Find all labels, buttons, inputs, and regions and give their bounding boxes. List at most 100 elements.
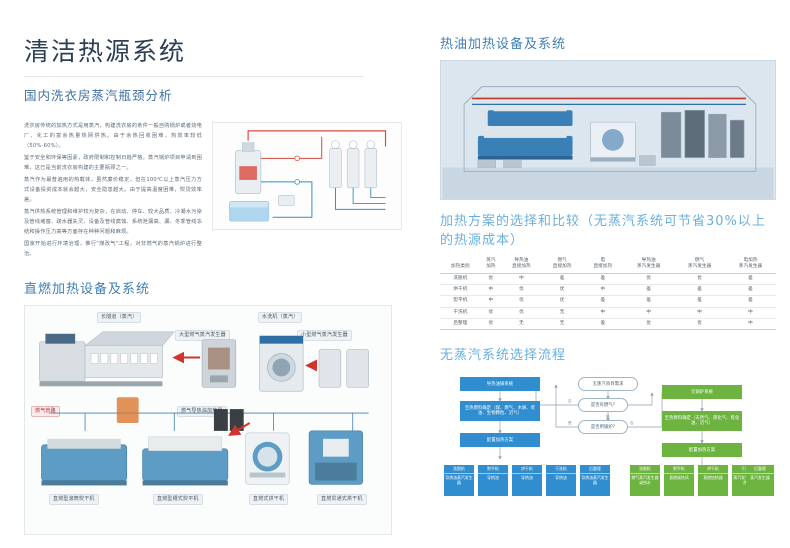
intro-block: 洗衣房传统的加热方式是用蒸汽，构建洗衣房的条件一般自购锅炉或者烧电厂、化工的富余… [24, 122, 414, 262]
hot-oil-system-illustration [440, 60, 776, 200]
section-title-direct-fire: 直燃加热设备及系统 [24, 282, 151, 298]
table-header-row: 加热类别 蒸汽 加热 导热油 直接加热 燃气 直接加热 [440, 256, 776, 274]
cell: 中 [488, 287, 494, 293]
flow-label-yes-gas: 是 [606, 415, 610, 420]
steam-system-schematic [212, 122, 402, 231]
flow-left-title[interactable]: 导热油锅系统 [460, 377, 540, 392]
cell: 差 [646, 298, 652, 304]
eq-body: 蒸汽发生器 [750, 475, 770, 481]
col-header-oil-direct: 导热油 直接加热 [501, 256, 542, 274]
cell: 优 [519, 309, 524, 315]
label-b3: 直燃式烘干机 [249, 494, 289, 505]
cell: 优 [559, 287, 565, 293]
eq-body: 直燃加热器 [703, 475, 723, 481]
col-top: 电加热 [743, 258, 758, 264]
intro-paragraph: 洗衣房传统的加热方式是用蒸汽，构建洗衣房的条件一般自购锅炉或者烧电厂、化工的富余… [24, 123, 202, 149]
cell: 中 [600, 287, 606, 293]
flow-left-config[interactable]: 配置加热方案 [460, 433, 540, 448]
flow-blue-equipment[interactable]: 干洗机 导热油 [546, 465, 576, 497]
col-header-electric-direct: 电 直接加热 [582, 256, 624, 274]
cell: 无 [559, 309, 565, 315]
heating-comparison-table: 加热类别 蒸汽 加热 导热油 直接加热 燃气 直接加热 [440, 256, 776, 330]
left-column: 清洁热源系统 国内洗衣房蒸汽瓶颈分析 洗衣房传统的加热方式是用蒸汽，构建洗衣房的… [24, 36, 414, 536]
cell: 差 [748, 275, 753, 281]
col-top: 电 [600, 258, 606, 264]
col-bottom: 直接加热 [512, 264, 531, 270]
hot-oil-svg [442, 61, 774, 199]
table-row: 烘干机 中 优 优 中 差 差 差 [440, 284, 776, 296]
cell: 中 [519, 275, 524, 281]
flow-blue-equipment[interactable]: 烘干机 导热油 [512, 465, 542, 497]
cell: 中 [697, 309, 702, 315]
col-bottom: 蒸汽发生器 [687, 264, 712, 270]
intro-paragraph: 蒸汽供热系统管理和维护较为复杂，在启动、停车、较大品质、冷凝水污染及管线堵塞、疏… [24, 209, 202, 235]
cell: 差 [748, 298, 753, 304]
col-bottom: 蒸汽发生器 [738, 264, 763, 270]
flow-blue-equipment[interactable]: 后整理 导热油蒸汽发生器 [580, 465, 610, 497]
label-washer: 水洗机（蒸汽） [258, 312, 303, 323]
cell: 优 [488, 275, 494, 281]
flow-blue-equipment[interactable]: 洗脱机 导热油蒸汽发生器 [444, 465, 474, 497]
flow-left-detail[interactable]: 至热燃料确定（煤、燃气、木屑、柴油、生物颗粒、沼气） [460, 401, 540, 422]
col-top: 蒸汽 [486, 258, 496, 264]
cell: 优 [488, 309, 494, 315]
flow-green-equipment[interactable]: 熨平机 直燃或热风 [664, 465, 694, 497]
cell: 无 [559, 321, 565, 327]
flow-green-equipment[interactable]: 烘干机 直燃加热器 [698, 465, 728, 497]
col-header-steam: 蒸汽 加热 [480, 256, 502, 274]
eq-head: 洗脱机 [630, 465, 660, 475]
col-bottom: 加热 [486, 264, 496, 270]
cell: 优 [646, 321, 652, 327]
table-body: 洗脱机 优 中 差 差 优 优 差 烘干机 中 优 优 中 差 差 [440, 273, 776, 330]
cell: 差 [600, 298, 606, 304]
cell: 差 [748, 287, 753, 293]
eq-head: 烘干机 [698, 465, 728, 475]
eq-head: 后整理 [746, 465, 774, 475]
col-top: 导热油 [641, 258, 656, 264]
page-title: 清洁热源系统 [24, 37, 187, 66]
flow-green-equipment[interactable]: 洗脱机 燃气蒸汽发生器或热水 [630, 465, 660, 497]
cell: 差 [697, 287, 702, 293]
cell: 优 [697, 275, 702, 281]
flow-decision-boiler[interactable]: 是否用锅炉? [578, 420, 628, 435]
eq-body: 燃气蒸汽发生器或热水 [631, 475, 659, 486]
section-title-hot-oil: 热油加热设备及系统 [440, 37, 567, 52]
eq-body: 导热油蒸汽发生器 [581, 475, 609, 486]
intro-paragraph: 蒸汽作为最普遍用的热载体，虽然廉价稳定，但在100℃以上蒸汽压力方式设备投资成本… [24, 177, 202, 203]
col-bottom: 直接加热 [593, 264, 613, 270]
label-b4: 直燃贯通式烘干机 [317, 494, 367, 505]
flow-decision-gas[interactable]: 是否有燃气? [578, 398, 628, 413]
eq-body: 导热油 [521, 475, 533, 481]
row-label: 后整理 [453, 321, 468, 327]
col-header-category: 加热类别 [440, 256, 481, 274]
flow-right-config[interactable]: 配置加热方案 [662, 443, 742, 458]
flow-right-detail[interactable]: 至热燃料确定（天然气、液化气、焦化油、沼气） [662, 411, 742, 432]
eq-body: 直燃或热风 [669, 475, 689, 481]
row-label: 洗脱机 [453, 275, 468, 281]
col-header-electric-steamgen: 电加热 蒸汽发生器 [725, 256, 776, 274]
flow-right-title[interactable]: 无锅炉系统 [662, 385, 742, 400]
col-header-oil-steamgen: 导热油 蒸汽发生器 [623, 256, 675, 274]
table-row: 洗脱机 优 中 差 差 优 优 差 [440, 273, 776, 285]
flow-green-equipment[interactable]: 后整理 蒸汽发生器 [746, 465, 774, 497]
row-label: 熨平机 [453, 298, 468, 304]
cell: 差 [697, 298, 702, 304]
eq-head: 熨平机 [664, 465, 694, 475]
flow-start-node[interactable]: 无蒸汽项目需求 [578, 377, 638, 392]
cell: 中 [748, 309, 753, 315]
row-label: 烘干机 [453, 287, 468, 293]
label-gas-pipe: 燃气管路 [31, 406, 60, 417]
cell: 差 [600, 321, 606, 327]
intro-paragraph: 鉴于安全和环保等因素，政府限制和控制日趋严格。蒸汽锅炉项目申请到困难，这已是当前… [24, 155, 202, 171]
cell: 优 [519, 298, 524, 304]
page-subtitle: 国内洗衣房蒸汽瓶颈分析 [24, 88, 173, 104]
direct-fire-equipment-panel: 长隧道（蒸汽） 大型燃气蒸汽发生器 水洗机（蒸汽） 小型燃气蒸汽发生器 燃气管路… [24, 305, 392, 536]
flow-blue-equipment[interactable]: 熨平机 导热油 [478, 465, 508, 497]
eq-head: 后整理 [580, 465, 610, 475]
cell: 优 [697, 321, 702, 327]
intro-paragraph: 国家开始进行环境治理，推行"煤改气"工程，对非燃气的蒸汽锅炉进行整治。 [24, 241, 202, 257]
intro-text: 洗衣房传统的加热方式是用蒸汽，构建洗衣房的条件一般自购锅炉或者烧电厂、化工的富余… [24, 122, 202, 262]
section-title-comparison: 加热方案的选择和比较（无蒸汽系统可节省30%以上的热源成本） [440, 214, 766, 248]
flow-label-no-gas: 否 [568, 399, 572, 404]
